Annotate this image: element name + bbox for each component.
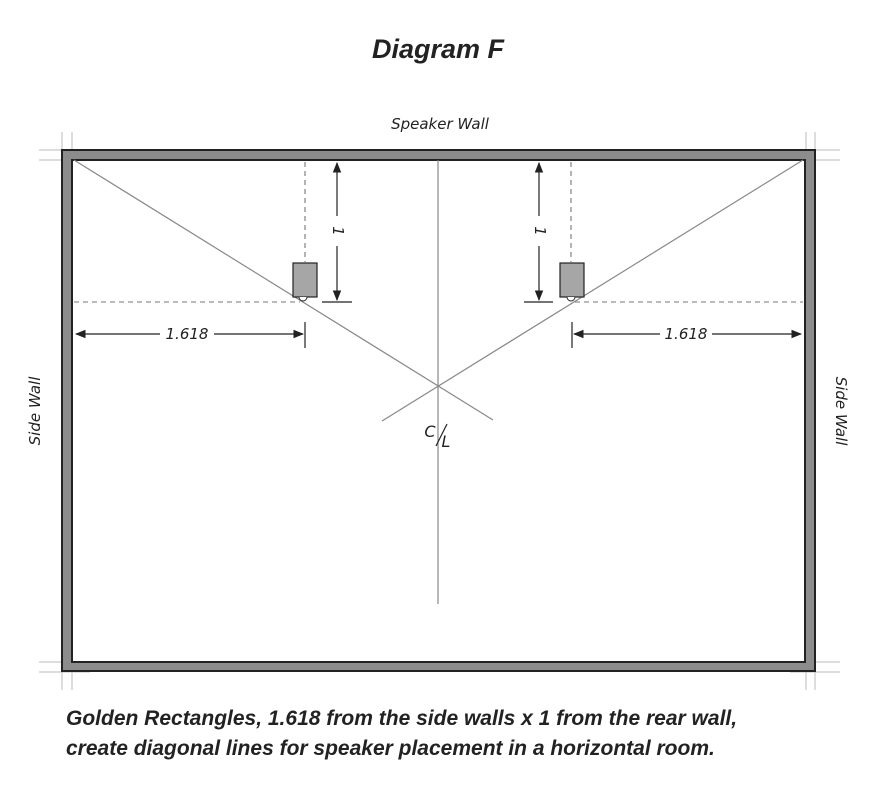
caption-line-2: create diagonal lines for speaker placem… [66, 737, 715, 760]
left-distance-dimension [74, 322, 306, 348]
right-distance-label: 1.618 [665, 325, 708, 343]
caption-line-1: Golden Rectangles, 1.618 from the side w… [66, 707, 738, 730]
centerline-label: C L [424, 422, 450, 451]
side-wall-right-label: Side Wall [832, 377, 850, 447]
centerline-l: L [442, 432, 451, 451]
centerline-c: C [424, 422, 436, 441]
left-distance-label: 1.618 [166, 325, 209, 343]
right-distance-dimension [571, 322, 803, 348]
left-depth-dimension [322, 161, 352, 303]
corner-extension-lines [39, 132, 840, 690]
left-speaker [292, 262, 318, 302]
right-speaker [559, 262, 585, 302]
caption: Golden Rectangles, 1.618 from the side w… [66, 704, 866, 764]
right-depth-dimension [524, 161, 553, 303]
left-depth-label: 1 [329, 226, 347, 236]
diagram-title: Diagram F [371, 34, 505, 64]
room-walls [61, 149, 816, 672]
dashed-guides [74, 162, 803, 303]
side-wall-left-label: Side Wall [26, 376, 44, 446]
right-depth-label: 1 [531, 226, 549, 236]
speaker-wall-label: Speaker Wall [391, 115, 490, 133]
diagonal-lines [73, 159, 804, 422]
